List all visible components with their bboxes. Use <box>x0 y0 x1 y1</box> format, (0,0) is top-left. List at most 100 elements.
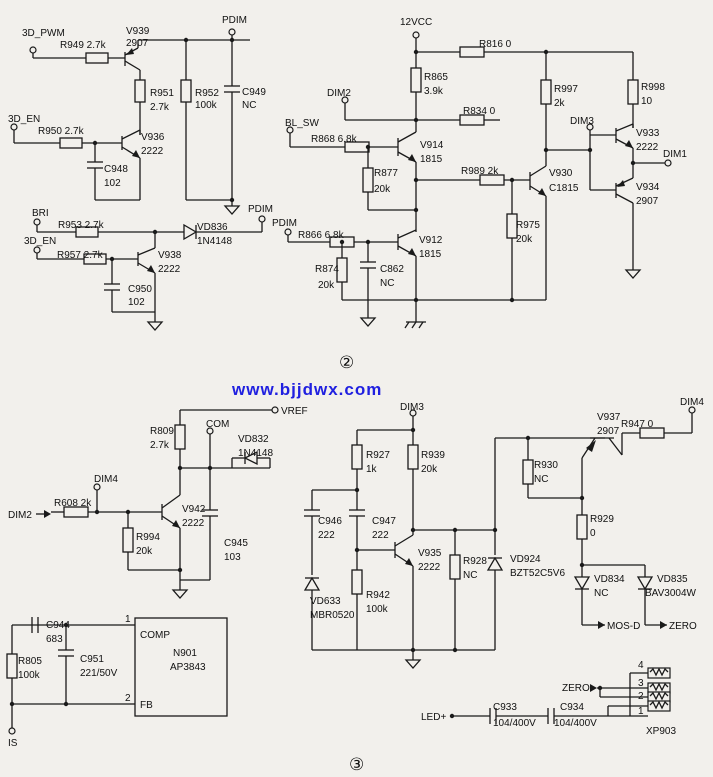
value-r809: 2.7k <box>150 440 170 451</box>
value-r927: 1k <box>366 464 378 475</box>
type-v938: 2222 <box>158 264 181 275</box>
transistor-v933 <box>615 123 634 149</box>
diode-vd633 <box>303 576 321 591</box>
transistor-v912 <box>397 229 417 257</box>
pin-fb: FB <box>140 700 153 711</box>
resistor-r949 <box>85 52 109 64</box>
label-v933: V933 <box>636 128 660 139</box>
diode-vd836 <box>183 223 198 241</box>
value-c862: NC <box>380 278 394 289</box>
terminal-pdim-3 <box>284 228 292 236</box>
type-v933: 2222 <box>636 142 659 153</box>
net-3d-en-2: 3D_EN <box>24 236 56 247</box>
label-c951: C951 <box>80 654 104 665</box>
type-vd633: MBR0520 <box>310 610 355 621</box>
label-r874: R874 <box>315 264 339 275</box>
value-r874: 20k <box>318 280 335 291</box>
value-r805: 100k <box>18 670 41 681</box>
pin-2: 2 <box>125 693 131 704</box>
resistor-r997 <box>540 79 552 105</box>
label-r994: R994 <box>136 532 160 543</box>
marker-2: ② <box>339 353 354 372</box>
resistor-r928 <box>449 554 461 580</box>
transistor-v939 <box>124 47 141 71</box>
label-r949: R949 2.7k <box>60 40 107 51</box>
value-r998: 10 <box>641 96 653 107</box>
terminal-pdim-2 <box>258 215 266 223</box>
type-v930: C1815 <box>549 183 579 194</box>
transistor-v930 <box>529 165 547 197</box>
label-v942: V942 <box>182 504 206 515</box>
ground-3 <box>624 269 642 279</box>
ground-2 <box>146 321 164 331</box>
net-dim3-b: DIM3 <box>400 402 424 413</box>
label-vd836: VD836 <box>197 222 228 233</box>
label-v935: V935 <box>418 548 442 559</box>
net-pdim-3: PDIM <box>272 218 297 229</box>
label-r834: R834 0 <box>463 106 496 117</box>
diagram-2: 3D_PWM R949 2.7k V939 2907 R951 2.7k R95… <box>8 15 687 372</box>
value-c950: 102 <box>128 297 145 308</box>
terminal-12vcc <box>412 31 420 39</box>
transistor-v935 <box>394 534 414 567</box>
resistor-r930 <box>522 459 534 485</box>
label-c947: C947 <box>372 516 396 527</box>
type-v914: 1815 <box>420 154 443 165</box>
label-r877: R877 <box>374 168 398 179</box>
resistor-r877 <box>362 167 374 193</box>
terminal-3d-pwm <box>29 46 37 54</box>
net-led-plus: LED+ <box>421 712 446 723</box>
ground-1 <box>223 205 241 215</box>
type-vd836: 1N4148 <box>197 236 232 247</box>
terminal-vref <box>271 406 279 414</box>
net-zero-1: ZERO <box>669 621 697 632</box>
type-v936: 2222 <box>141 146 164 157</box>
value-c951: 221/50V <box>80 668 118 679</box>
marker-3: ③ <box>349 755 364 774</box>
value-r951: 2.7k <box>150 102 170 113</box>
label-v934: V934 <box>636 182 660 193</box>
label-n901: N901 <box>173 648 197 659</box>
label-c933: C933 <box>493 702 517 713</box>
label-c946: C946 <box>318 516 342 527</box>
diode-vd835 <box>636 576 654 591</box>
label-vd633: VD633 <box>310 596 341 607</box>
type-v912: 1815 <box>419 249 442 260</box>
value-r939: 20k <box>421 464 438 475</box>
net-bri: BRI <box>32 208 49 219</box>
resistor-r809 <box>174 424 186 450</box>
net-dim3: DIM3 <box>570 116 594 127</box>
value-r997: 2k <box>554 98 566 109</box>
resistor-r942 <box>351 569 363 595</box>
resistor-r950 <box>59 137 83 149</box>
net-3d-pwm: 3D_PWM <box>22 28 65 39</box>
label-c948: C948 <box>104 164 128 175</box>
label-r957: R957 2.7k <box>57 250 104 261</box>
resistor-r929 <box>576 514 588 540</box>
resistor-r994 <box>122 527 134 553</box>
label-c945: C945 <box>224 538 248 549</box>
value-c944: 683 <box>46 634 63 645</box>
xp-pin-1: 1 <box>638 706 644 717</box>
value-c945: 103 <box>224 552 241 563</box>
diagram-3: VREF R809 2.7k COM VD832 1N4148 DIM4 DIM… <box>6 397 704 774</box>
transistor-v914 <box>397 131 417 163</box>
net-pdim-2: PDIM <box>248 204 273 215</box>
type-vd924: BZT52C5V6 <box>510 568 565 579</box>
resistor-r998 <box>627 79 639 105</box>
type-v935: 2222 <box>418 562 441 573</box>
label-vd835: VD835 <box>657 574 688 585</box>
value-r929: 0 <box>590 528 596 539</box>
resistor-r951 <box>134 79 146 103</box>
label-r975: R975 <box>516 220 540 231</box>
net-12vcc: 12VCC <box>400 17 432 28</box>
label-vd924: VD924 <box>510 554 541 565</box>
pin-comp: COMP <box>140 630 170 641</box>
type-v939: 2907 <box>126 38 149 49</box>
ground-6 <box>404 659 422 669</box>
label-c950: C950 <box>128 284 152 295</box>
label-v912: V912 <box>419 235 443 246</box>
label-c934: C934 <box>560 702 584 713</box>
net-dim2: DIM2 <box>327 88 351 99</box>
label-r809: R809 <box>150 426 174 437</box>
